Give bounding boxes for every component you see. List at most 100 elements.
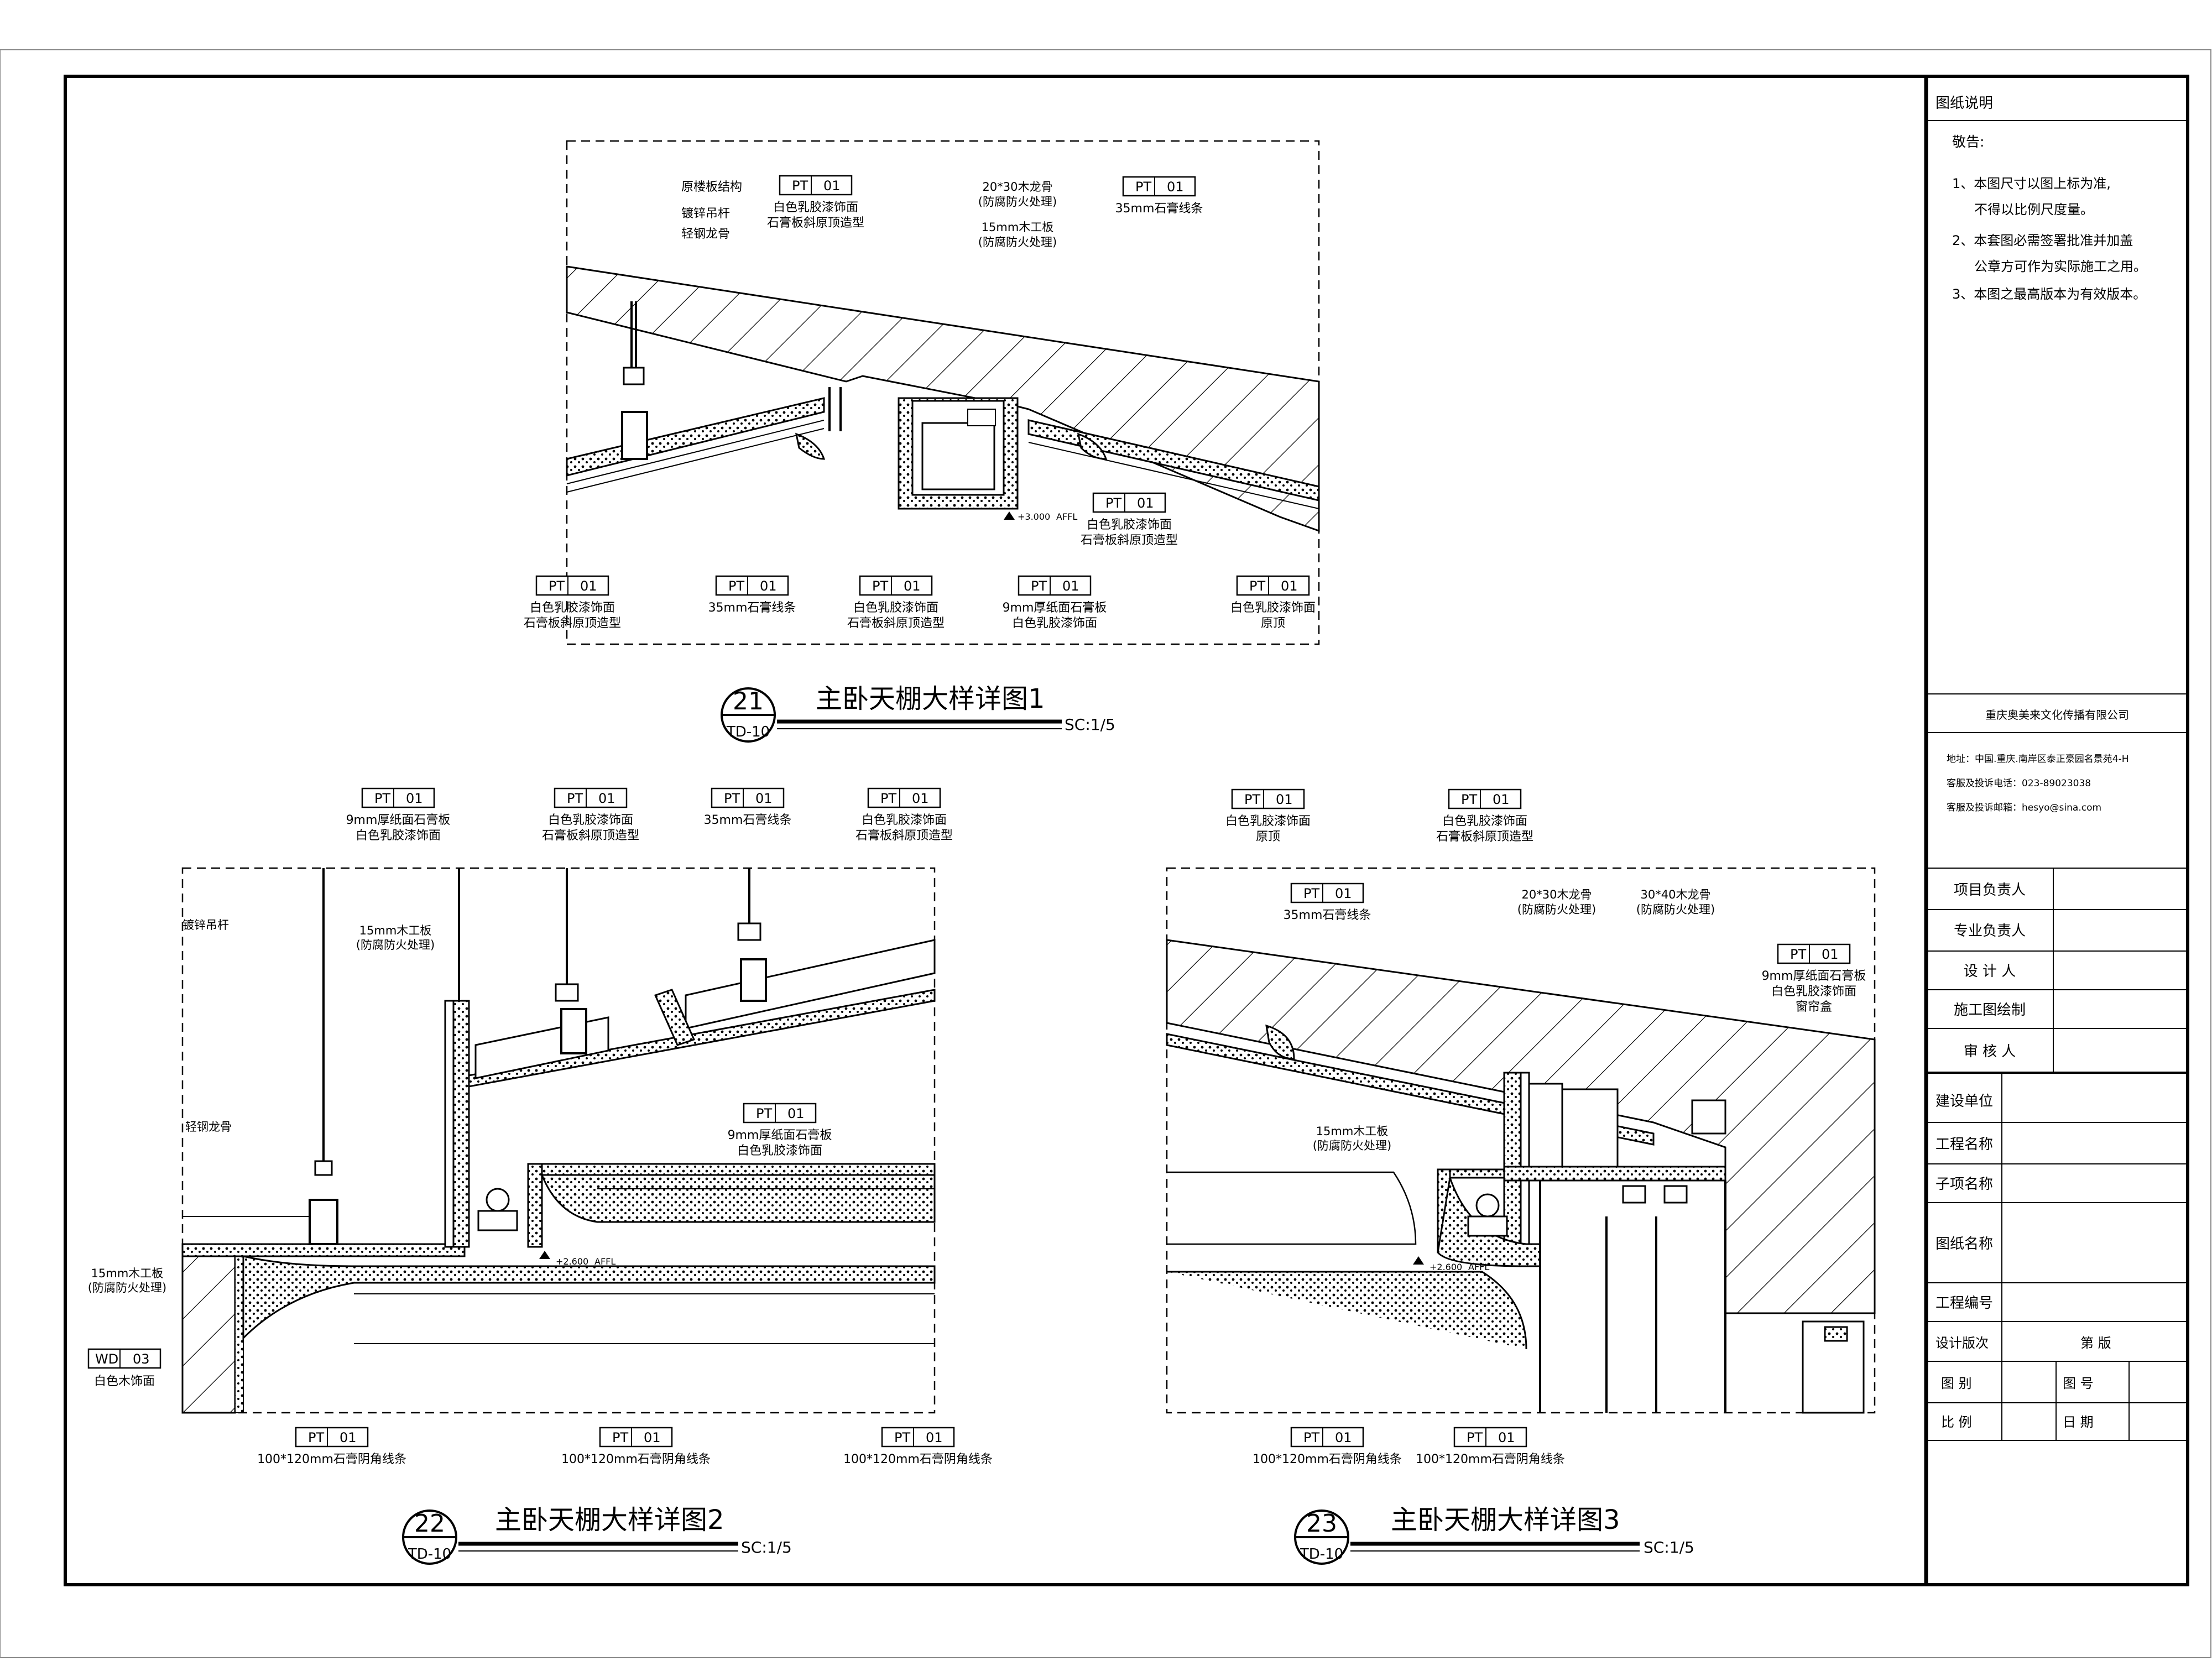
detail-23-scale: SC:1/5 xyxy=(1644,1538,1694,1556)
detail-21-concrete-slab xyxy=(566,265,1320,532)
role-2: 专业负责人 xyxy=(1954,923,2026,939)
material-number: 01 xyxy=(1493,792,1510,807)
free-notes: 原楼板结构 镀锌吊杆 轻钢龙骨 20*30木龙骨 (防腐防火处理) 15mm木工… xyxy=(88,180,1715,1388)
material-desc: 石膏板斜原顶造型 xyxy=(1081,534,1178,547)
field-1: 建设单位 xyxy=(1936,1093,1993,1110)
role-1: 项目负责人 xyxy=(1954,882,2026,899)
d1-mid-1: 20*30木龙骨 xyxy=(983,180,1053,194)
material-number: 01 xyxy=(912,791,929,806)
field-2: 工程名称 xyxy=(1936,1136,1993,1153)
detail-22-ceiling-board xyxy=(181,1243,466,1257)
material-code: PT xyxy=(374,791,390,806)
detail-21-boundary xyxy=(566,140,1320,645)
material-tag: PT 01 100*120mm石膏阴角线条 xyxy=(1253,1427,1402,1466)
material-code: PT xyxy=(728,578,744,594)
material-number: 01 xyxy=(1335,1430,1352,1445)
material-desc: 白色乳胶漆饰面 xyxy=(1225,814,1311,828)
material-number: 01 xyxy=(598,791,615,806)
company-address: 地址：中国.重庆.南岸区泰正豪园名景苑4-H xyxy=(1947,753,2129,765)
detail-22-scale: SC:1/5 xyxy=(741,1538,792,1556)
d1-struct-2: 镀锌吊杆 xyxy=(681,207,730,221)
material-number: 01 xyxy=(340,1430,357,1445)
detail-21-affl: AFFL xyxy=(1056,511,1077,522)
detail-23-title: 主卧天棚大样详图3 xyxy=(1391,1505,1620,1535)
material-desc: 白色乳胶漆饰面 xyxy=(356,829,441,843)
d1-struct-1: 原楼板结构 xyxy=(681,180,742,194)
material-desc: 白色乳胶漆饰面 xyxy=(1012,617,1097,630)
number-label: 图 号 xyxy=(2063,1376,2094,1391)
material-code: PT xyxy=(1105,495,1121,511)
material-desc: 石膏板斜原顶造型 xyxy=(855,829,953,843)
d2-board-1: 15mm木工板 xyxy=(359,924,432,937)
material-code: PT xyxy=(872,578,888,594)
material-code: PT xyxy=(1303,886,1319,901)
material-number: 01 xyxy=(1281,578,1298,594)
date-label: 日 期 xyxy=(2063,1414,2094,1430)
detail-23-level: +2.600 xyxy=(1430,1262,1462,1272)
material-desc: 白色乳胶漆饰面 xyxy=(1230,601,1316,615)
material-desc: 白色乳胶漆饰面 xyxy=(1771,985,1856,999)
material-code: PT xyxy=(880,791,896,806)
detail-21-level: +3.000 xyxy=(1018,511,1050,522)
scale-label: 比 例 xyxy=(1941,1414,1972,1430)
company-phone: 客服及投诉电话：023-89023038 xyxy=(1947,778,2091,789)
material-code: PT xyxy=(1461,792,1477,807)
material-desc: 白色乳胶漆饰面 xyxy=(1442,814,1527,828)
note-1b: 不得以比例尺度量。 xyxy=(1974,202,2094,217)
material-code: PT xyxy=(1244,792,1260,807)
material-code: PT xyxy=(1790,947,1806,962)
material-desc: 白色乳胶漆饰面 xyxy=(862,813,947,827)
d1-mid-2: (防腐防火处理) xyxy=(978,195,1057,208)
field-4: 图纸名称 xyxy=(1936,1236,1993,1252)
field-5: 工程编号 xyxy=(1936,1295,1993,1312)
material-number: 01 xyxy=(823,178,841,194)
detail-22: +2.600 AFFL xyxy=(181,867,936,1414)
detail-title-22: 22 TD-10 主卧天棚大样详图2 SC:1/5 xyxy=(402,1505,792,1565)
material-desc: 100*120mm石膏阴角线条 xyxy=(1416,1453,1565,1466)
detail-title-23: 23 TD-10 主卧天棚大样详图3 SC:1/5 xyxy=(1294,1505,1694,1565)
company-name: 重庆奥美来文化传播有限公司 xyxy=(1985,708,2129,722)
material-code: PT xyxy=(1467,1430,1483,1445)
title-block: 图纸说明 敬告: 1、本图尺寸以图上标为准, 不得以比例尺度量。 2、本套图必需… xyxy=(1924,76,2188,1585)
note-2: 2、本套图必需签署批准并加盖 xyxy=(1952,233,2133,248)
material-desc: 原顶 xyxy=(1256,830,1280,844)
material-number: 01 xyxy=(644,1430,661,1445)
material-desc: 石膏板斜原顶造型 xyxy=(1436,830,1533,844)
detail-23-number: 23 xyxy=(1306,1509,1337,1538)
d2-board-2: (防腐防火处理) xyxy=(356,938,435,952)
material-code: PT xyxy=(894,1430,910,1445)
material-desc: 石膏板斜原顶造型 xyxy=(847,617,945,630)
material-code: PT xyxy=(1303,1430,1319,1445)
material-code: PT xyxy=(724,791,740,806)
version-label: 设计版次 xyxy=(1936,1335,1989,1351)
material-desc: 35mm石膏线条 xyxy=(1284,908,1371,922)
material-desc: 100*120mm石膏阴角线条 xyxy=(1253,1453,1402,1466)
d1-mid-3: 15mm木工板 xyxy=(982,221,1054,234)
material-desc: 白色乳胶漆饰面 xyxy=(1087,518,1172,532)
material-number: 01 xyxy=(1498,1430,1515,1445)
material-code: PT xyxy=(756,1106,772,1121)
version-value: 第 版 xyxy=(2080,1335,2111,1351)
title-block-heading: 图纸说明 xyxy=(1936,95,1993,112)
detail-22-wall xyxy=(181,1249,236,1414)
detail-22-boundary xyxy=(181,867,936,1414)
material-number: 01 xyxy=(580,578,597,594)
detail-23-affl: AFFL xyxy=(1468,1262,1489,1272)
material-code: PT xyxy=(1249,578,1265,594)
detail-23: +2.600 AFFL xyxy=(1166,867,1876,1414)
material-desc: 35mm石膏线条 xyxy=(704,813,792,827)
material-number: 01 xyxy=(1822,947,1839,962)
d3-board-1: 15mm木工板 xyxy=(1316,1125,1389,1138)
d3-keel2-1: 30*40木龙骨 xyxy=(1641,888,1711,901)
notice-title: 敬告: xyxy=(1952,134,1984,150)
detail-21-ref: TD-10 xyxy=(726,724,770,740)
